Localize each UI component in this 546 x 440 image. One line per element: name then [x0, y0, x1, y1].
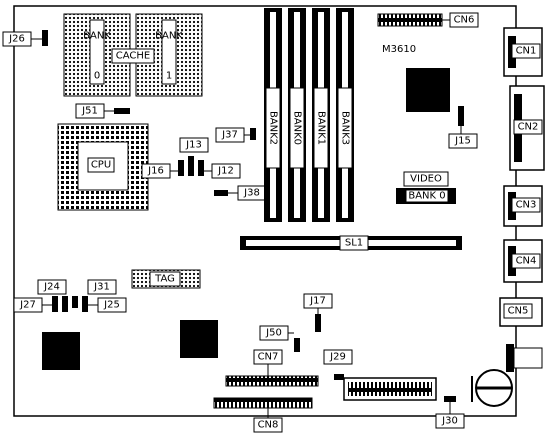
simm-slot-bank1: BANK1	[312, 8, 330, 222]
simm-slot-bank3-label: BANK3	[340, 111, 351, 145]
svg-text:J50: J50	[265, 328, 282, 339]
expansion-slot-sl1: SL1	[240, 235, 462, 251]
jumper-j31: J31	[87, 279, 117, 295]
simm-slot-bank3: BANK3	[336, 8, 354, 222]
svg-text:J17: J17	[309, 296, 326, 307]
jumper-j15: J15	[448, 106, 478, 149]
tag-ram: TAG	[131, 269, 201, 289]
connector-cn7: CN7	[225, 349, 319, 387]
svg-text:CN7: CN7	[258, 352, 279, 363]
svg-text:J27: J27	[19, 300, 36, 311]
svg-text:J30: J30	[441, 416, 458, 427]
svg-text:J15: J15	[454, 136, 471, 147]
svg-text:J29: J29	[329, 352, 346, 363]
svg-text:J37: J37	[221, 130, 238, 141]
jumper-j30: J30	[435, 396, 465, 429]
svg-text:VIDEO: VIDEO	[410, 174, 442, 185]
connector-cn4: CN4	[503, 239, 543, 283]
jumper-j38: J38	[214, 185, 267, 201]
svg-text:CN1: CN1	[516, 46, 537, 57]
connector-lower-right	[506, 344, 543, 372]
simm-slot-bank0-label: BANK0	[292, 111, 303, 145]
simm-slot-bank0: BANK0	[288, 8, 306, 222]
connector-cn5: CN5	[499, 297, 543, 327]
connector-cn8: CN8	[213, 397, 313, 433]
jumper-j13: J13	[179, 137, 209, 153]
cache-bank-left-number: 0	[94, 71, 100, 82]
svg-text:J38: J38	[243, 188, 260, 199]
svg-text:J13: J13	[185, 140, 202, 151]
connector-cn3: CN3	[503, 185, 543, 227]
svg-text:CACHE: CACHE	[116, 51, 150, 62]
simm-slot-bank2-label: BANK2	[268, 111, 279, 145]
svg-text:CN6: CN6	[454, 15, 475, 26]
connector-cn6: CN6	[377, 12, 479, 28]
connector-cn2: CN2	[509, 85, 545, 171]
cache-label: CACHE	[111, 48, 155, 64]
jumper-j17: J17	[303, 293, 333, 332]
battery	[471, 369, 513, 407]
svg-text:J51: J51	[81, 106, 98, 117]
svg-text:J31: J31	[93, 282, 110, 293]
svg-text:CN2: CN2	[518, 122, 539, 133]
chip-lower-center	[180, 320, 218, 358]
svg-text:J25: J25	[103, 300, 120, 311]
svg-text:J12: J12	[217, 166, 234, 177]
svg-text:BANK 0: BANK 0	[408, 191, 445, 202]
svg-text:J24: J24	[43, 282, 60, 293]
svg-text:CN4: CN4	[516, 256, 537, 267]
jumper-j37: J37	[215, 127, 256, 143]
connector-cn1: CN1	[503, 27, 543, 77]
jumper-j26: J26	[2, 30, 48, 47]
jumper-j25: J25	[88, 297, 127, 313]
svg-text:J16: J16	[147, 166, 164, 177]
simm-slot-bank1-label: BANK1	[316, 111, 327, 145]
svg-text:CN8: CN8	[258, 420, 279, 431]
cache-bank-right-label: BANK	[155, 31, 183, 42]
svg-text:CN5: CN5	[508, 306, 529, 317]
jumper-j29: J29	[323, 349, 353, 380]
chip-lower-left	[42, 332, 80, 370]
cache-bank-left-label: BANK	[83, 31, 111, 42]
power-connector	[343, 377, 437, 401]
cache-bank-right-number: 1	[166, 71, 172, 82]
jumper-block-left	[52, 296, 88, 312]
jumpers-j16-j12-block	[178, 156, 204, 176]
jumper-j51: J51	[75, 103, 130, 119]
svg-text:TAG: TAG	[154, 274, 175, 285]
cpu-label: CPU	[91, 160, 111, 171]
svg-text:SL1: SL1	[345, 238, 363, 249]
jumper-j12: J12	[204, 163, 241, 179]
jumper-j16: J16	[141, 163, 178, 179]
jumper-j50: J50	[259, 325, 300, 352]
j26-label: J26	[8, 34, 25, 45]
simm-slot-bank2: BANK2	[264, 8, 282, 222]
video-memory-bank0: VIDEO BANK 0	[396, 171, 456, 204]
svg-text:CN3: CN3	[516, 200, 537, 211]
jumper-j24: J24	[37, 279, 67, 295]
jumper-j27: J27	[13, 297, 52, 313]
model-number: M3610	[382, 44, 416, 55]
cpu-socket: CPU	[57, 123, 149, 211]
chipset-ic-upper	[406, 68, 450, 112]
